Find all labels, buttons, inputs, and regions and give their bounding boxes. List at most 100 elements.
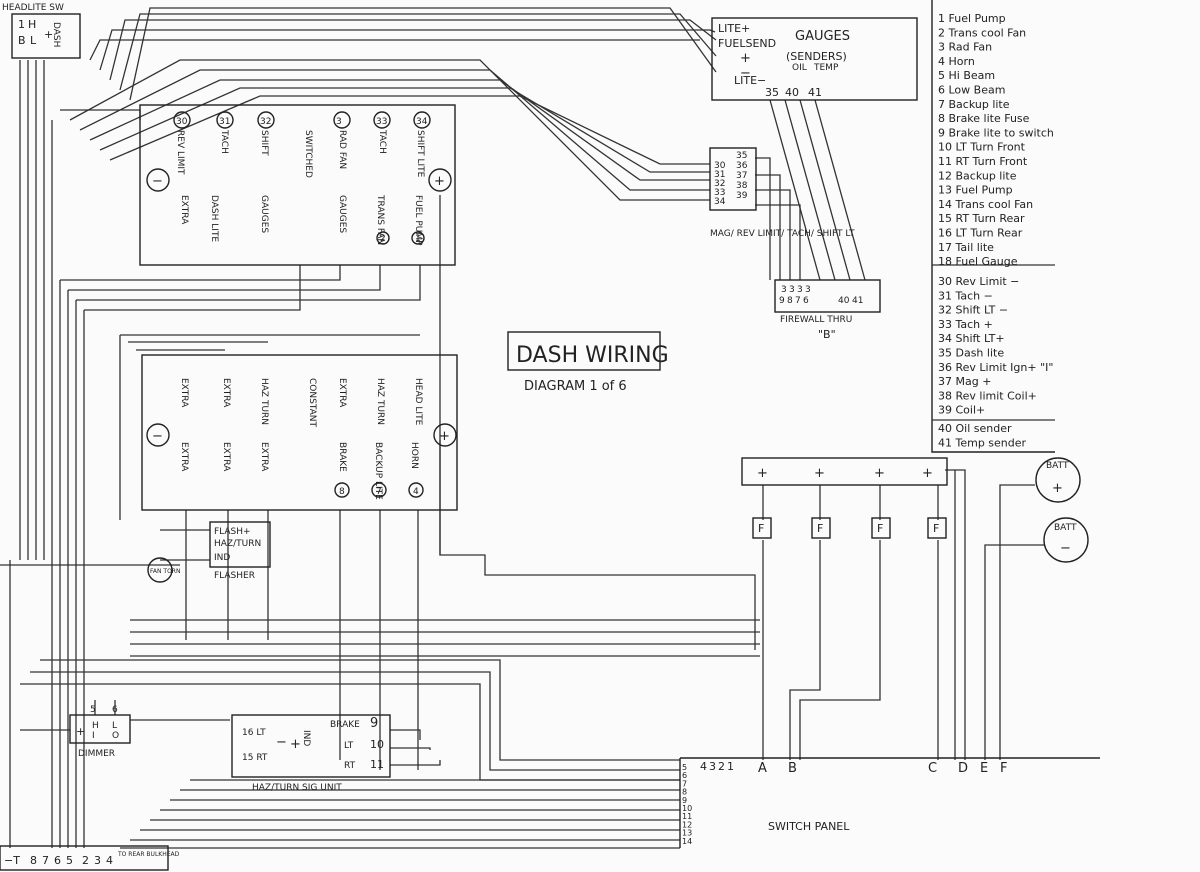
gauges-block: GAUGES (SENDERS) LITE+ FUELSEND + − LITE…	[711, 17, 918, 101]
fuse-top-label: TACH	[377, 129, 387, 154]
relay-bar	[741, 457, 948, 486]
legend-item: 7 Backup lite	[938, 98, 1010, 111]
switch-panel-pin: 10	[682, 804, 692, 813]
battery-neg-terminal	[1043, 517, 1089, 563]
fuse-top-number: 31	[219, 117, 230, 127]
relay-plus-3: +	[874, 466, 885, 481]
hl-terminal-b: B	[18, 34, 26, 47]
relay-plus-4: +	[922, 466, 933, 481]
haz-turn-box	[231, 714, 391, 778]
fuse-top-number: 34	[416, 117, 428, 127]
ground-label: FAN TORN	[150, 568, 180, 575]
switch-panel-top-pin: 1	[727, 760, 734, 773]
bulkhead-pin: 8	[30, 854, 37, 867]
legend-item: 18 Fuel Gauge	[938, 255, 1018, 268]
fuse-bottom-label: HEAD LITE	[413, 378, 423, 426]
mag-pin-right: 35	[736, 151, 747, 161]
fuse-f-1-label: F	[758, 522, 764, 535]
bulkhead-pin: −T	[4, 854, 20, 867]
legend-item: 10 LT Turn Front	[938, 141, 1026, 154]
ground-circle	[147, 557, 173, 583]
fuse-top-pos-symbol: +	[434, 174, 445, 189]
fuse-top-label: RAD FAN	[337, 130, 347, 169]
dimmer-switch: + 5 6 H I L O DIMMER	[69, 705, 131, 759]
firewall-sub-label: "B"	[818, 328, 836, 341]
legend-item: 2 Trans cool Fan	[938, 26, 1026, 39]
fuse-top-bottom-label: TRANS FAN	[375, 194, 385, 245]
switch-panel-pin: 8	[682, 788, 687, 797]
switch-panel-top-pin: 2	[718, 760, 725, 773]
legend-item: 17 Tail lite	[938, 241, 994, 254]
switch-panel-letter: A	[758, 761, 767, 776]
switch-panel-letter: B	[788, 761, 797, 776]
flasher-line-3: IND	[214, 553, 230, 563]
fuse-top-number-circle	[413, 111, 431, 129]
switch-panel-pin: 13	[682, 829, 692, 838]
fuse-bottom-label: CONSTANT	[307, 378, 317, 428]
hl-terminal-h: H	[28, 18, 36, 31]
legend-item: 31 Tach −	[938, 289, 993, 302]
fuse-bottom-label: HAZ TURN	[259, 378, 269, 425]
legend-item: 35 Dash lite	[938, 347, 1004, 360]
firewall-pin-top: 3	[797, 285, 803, 295]
flasher-line-1: FLASH+	[214, 527, 251, 537]
fuse-top-neg-symbol: −	[152, 174, 163, 189]
mag-connector-label: MAG/ REV LIMIT/ TACH/ SHIFT LT	[710, 229, 855, 239]
haz-right-lt: LT	[344, 741, 354, 751]
legend-item: 34 Shift LT+	[938, 332, 1005, 345]
fuse-bottom-bottom-label: EXTRA	[259, 442, 269, 472]
bulkhead-pin: 6	[54, 854, 61, 867]
gauges-subtitle: (SENDERS)	[786, 50, 847, 63]
haz-left-16lt: 16 LT	[242, 728, 266, 738]
diagram-title: DASH WIRING	[516, 343, 669, 368]
legend-item: 12 Backup lite	[938, 169, 1017, 182]
dimmer-letter-h: H	[92, 721, 99, 731]
switch-panel-pin: 6	[682, 771, 687, 780]
gauges-title: GAUGES	[795, 29, 850, 44]
switch-panel-letter: C	[928, 761, 937, 776]
legend-item: 32 Shift LT −	[938, 304, 1008, 317]
legend-item: 41 Temp sender	[938, 436, 1027, 449]
bulkhead-pin: 4	[106, 854, 113, 867]
mag-connector-box	[709, 147, 757, 211]
fuse-top-label: REV LIMIT	[175, 130, 185, 175]
dimmer-num-5: 5	[90, 705, 96, 715]
fuse-bottom-label: EXTRA	[179, 378, 189, 408]
fuse-top-number: 3	[336, 117, 342, 127]
firewall-pin-bottom: 6	[803, 296, 809, 306]
dimmer-box	[69, 714, 131, 744]
fuse-bottom-number-circle	[408, 482, 424, 498]
title-box	[507, 331, 661, 371]
gauge-term-plus: +	[740, 51, 751, 66]
flasher: FLASH+ HAZ/TURN IND FLASHER	[209, 521, 271, 581]
hl-terminal-plus: +	[44, 28, 53, 41]
battery-pos-terminal	[1035, 457, 1081, 503]
mag-pin-left: 30	[714, 161, 726, 171]
diagram-subtitle: DIAGRAM 1 of 6	[524, 379, 627, 394]
switch-panel-letter: D	[958, 761, 968, 776]
fuse-top-label: SHIFT LITE	[415, 130, 425, 178]
fuse-f-3-label: F	[877, 522, 883, 535]
wire-harness	[0, 7, 1045, 849]
gauge-term-lite-minus: LITE−	[734, 74, 766, 87]
battery-neg-label: BATT	[1054, 523, 1077, 533]
legend-item: 8 Brake lite Fuse	[938, 112, 1030, 125]
gauge-wire-41: 41	[808, 86, 822, 99]
diagram-title-block: DASH WIRING DIAGRAM 1 of 6	[507, 331, 669, 394]
legend-item: 13 Fuel Pump	[938, 184, 1013, 197]
fuse-bottom-bottom-label: BRAKE	[337, 442, 347, 472]
mag-pin-right: 36	[736, 161, 748, 171]
gauge-sender-temp: TEMP	[813, 63, 839, 73]
haz-mid-plus: +	[290, 737, 301, 752]
fuse-bottom-bottom-label: EXTRA	[179, 442, 189, 472]
hl-terminal-1: 1	[18, 18, 25, 31]
